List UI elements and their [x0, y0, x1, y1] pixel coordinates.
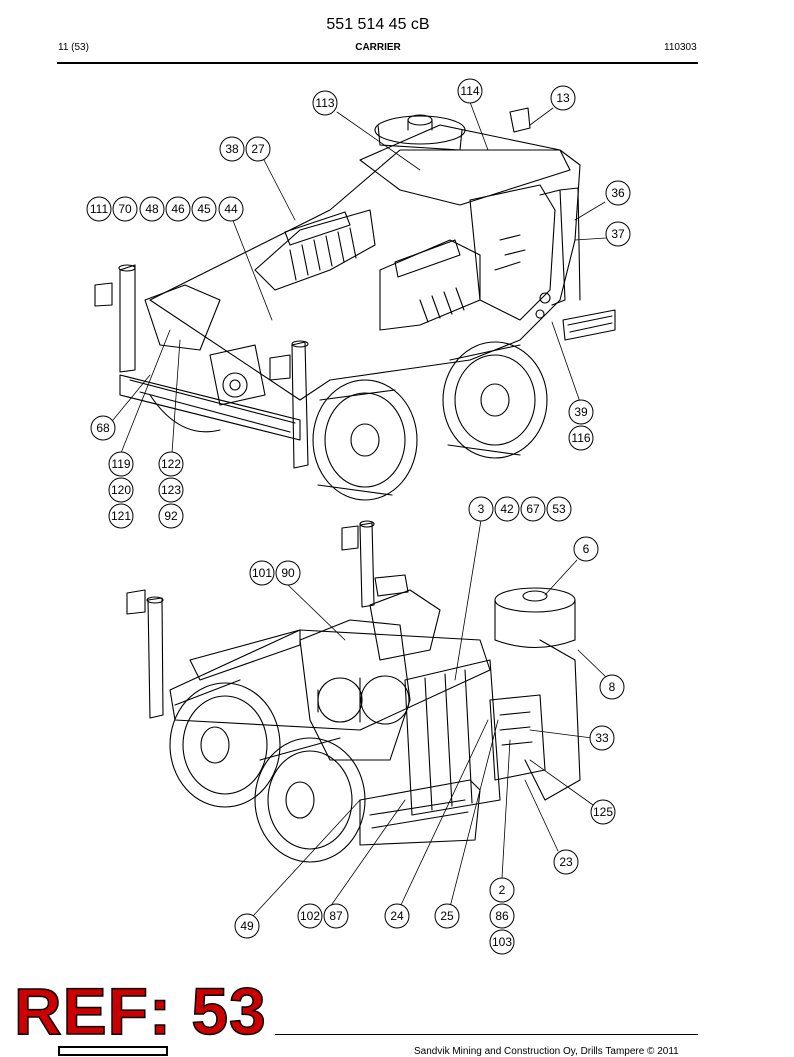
svg-text:87: 87 [329, 909, 343, 923]
section-title: CARRIER [355, 42, 401, 53]
callout-114: 114 [457, 78, 483, 104]
callout-119: 119 [108, 451, 134, 477]
callout-90: 90 [275, 560, 301, 586]
callout-53: 53 [546, 496, 572, 522]
callout-45: 45 [191, 196, 217, 222]
callout-87: 87 [323, 903, 349, 929]
svg-text:27: 27 [251, 142, 265, 156]
svg-text:23: 23 [559, 855, 573, 869]
callout-2: 2 [489, 877, 515, 903]
callout-3: 3 [468, 496, 494, 522]
svg-text:70: 70 [118, 202, 132, 216]
svg-text:46: 46 [171, 202, 185, 216]
svg-text:48: 48 [145, 202, 159, 216]
svg-text:90: 90 [281, 566, 295, 580]
svg-text:113: 113 [315, 96, 334, 110]
svg-text:102: 102 [300, 909, 320, 923]
callout-122: 122 [158, 451, 184, 477]
callout-70: 70 [112, 196, 138, 222]
callout-67: 67 [520, 496, 546, 522]
callout-48: 48 [139, 196, 165, 222]
callout-labels: 114 13 113 38 27 36 111 70 48 46 45 44 3… [86, 78, 631, 955]
footer-rule [275, 1034, 698, 1035]
callout-111: 111 [86, 196, 112, 222]
page-reference: 11 (53) [58, 42, 89, 53]
callout-103: 103 [489, 929, 515, 955]
svg-text:125: 125 [593, 805, 613, 819]
carrier-top-illustration [94, 107, 616, 501]
svg-text:116: 116 [571, 431, 590, 445]
ref-stamp: REF: 53 [13, 974, 267, 1048]
svg-text:92: 92 [164, 509, 178, 523]
brand-logo [58, 1046, 168, 1056]
callout-39: 39 [568, 399, 594, 425]
callout-121: 121 [108, 503, 134, 529]
callout-24: 24 [384, 903, 410, 929]
date-code: 110303 [664, 42, 697, 53]
callout-23: 23 [553, 849, 579, 875]
svg-text:120: 120 [111, 483, 131, 497]
svg-text:2: 2 [499, 883, 506, 897]
svg-text:119: 119 [111, 457, 130, 471]
svg-text:39: 39 [574, 405, 588, 419]
callout-102: 102 [297, 903, 323, 929]
svg-text:67: 67 [526, 502, 540, 516]
svg-text:111: 111 [90, 202, 109, 216]
svg-text:122: 122 [161, 457, 181, 471]
callout-13: 13 [550, 85, 576, 111]
svg-text:49: 49 [240, 919, 254, 933]
svg-text:3: 3 [478, 502, 485, 516]
document-number: 551 514 45 cB [326, 16, 430, 33]
svg-text:53: 53 [552, 502, 566, 516]
callout-42: 42 [494, 496, 520, 522]
callout-38: 38 [219, 136, 245, 162]
callout-8: 8 [599, 674, 625, 700]
callout-123: 123 [158, 477, 184, 503]
callout-36: 36 [605, 180, 631, 206]
copyright-text: Sandvik Mining and Construction Oy, Dril… [414, 1046, 679, 1057]
svg-text:121: 121 [111, 509, 131, 523]
svg-text:44: 44 [224, 202, 238, 216]
callout-37: 37 [605, 221, 631, 247]
svg-text:68: 68 [96, 421, 110, 435]
callout-101: 101 [249, 560, 275, 586]
callout-113: 113 [312, 90, 338, 116]
callout-33: 33 [589, 725, 615, 751]
svg-text:13: 13 [556, 91, 570, 105]
svg-text:24: 24 [390, 909, 404, 923]
svg-text:114: 114 [460, 84, 479, 98]
svg-text:37: 37 [611, 227, 625, 241]
callout-120: 120 [108, 477, 134, 503]
svg-text:101: 101 [252, 566, 272, 580]
callout-116: 116 [568, 425, 594, 451]
callout-44: 44 [218, 196, 244, 222]
callout-125: 125 [590, 799, 616, 825]
callout-86: 86 [489, 903, 515, 929]
callout-49: 49 [234, 913, 260, 939]
svg-text:25: 25 [440, 909, 454, 923]
carrier-bottom-illustration [126, 520, 581, 863]
svg-text:6: 6 [583, 542, 590, 556]
svg-text:45: 45 [197, 202, 211, 216]
callout-25: 25 [434, 903, 460, 929]
svg-text:8: 8 [609, 680, 616, 694]
callout-68: 68 [90, 415, 116, 441]
callout-46: 46 [165, 196, 191, 222]
svg-text:33: 33 [595, 731, 609, 745]
svg-text:86: 86 [495, 909, 509, 923]
svg-text:123: 123 [161, 483, 181, 497]
svg-text:103: 103 [492, 935, 512, 949]
svg-text:38: 38 [225, 142, 239, 156]
callout-92: 92 [158, 503, 184, 529]
callout-6: 6 [573, 536, 599, 562]
leader-lines [112, 101, 607, 917]
callout-27: 27 [245, 136, 271, 162]
header-rule [57, 62, 698, 64]
svg-text:42: 42 [500, 502, 514, 516]
svg-text:36: 36 [611, 186, 625, 200]
